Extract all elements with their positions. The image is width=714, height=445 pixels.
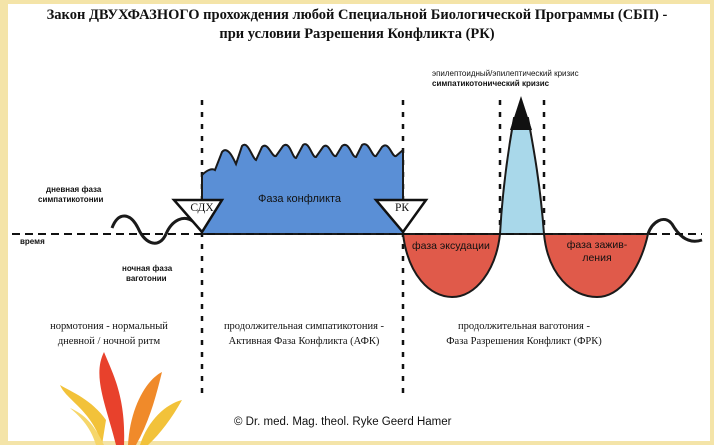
time-axis-label: время [20, 237, 45, 246]
epileptoid-crisis-label: эпилептоидный/эпилептический кризис [432, 69, 579, 78]
sdh-triangle [171, 198, 225, 235]
day-phase-label-1: дневная фаза [46, 185, 102, 194]
sdh-label: СДХ [190, 202, 214, 214]
flame-logo-icon [60, 352, 182, 445]
afk-text-2: Активная Фаза Конфликта (АФК) [228, 336, 380, 347]
healing-phase-label-2: ления [582, 252, 612, 264]
normotonia-text-1: нормотония - нормальный [50, 321, 168, 332]
copyright-text: © Dr. med. Mag. theol. Ryke Geerd Hamer [234, 416, 452, 428]
conflict-phase-label: Фаза конфликта [258, 193, 342, 205]
crisis-spike-area [498, 117, 546, 235]
healing-phase-area [542, 233, 650, 299]
up-arrow-icon [510, 96, 532, 130]
healing-phase-label-1: фаза зажив- [566, 239, 628, 251]
conflict-phase-area [201, 143, 404, 235]
normotonia-text-2: дневной / ночной ритм [57, 336, 161, 347]
title-line-2: при условии Разрешения Конфликта (РК) [219, 26, 495, 42]
night-phase-label-2: ваготонии [126, 274, 167, 283]
normotonia-wave-left [110, 214, 168, 245]
day-phase-label-2: симпатикотонии [38, 195, 104, 204]
afk-text-1: продолжительная симпатикотония - [223, 321, 385, 332]
frk-text-1: продолжительная ваготония - [458, 321, 590, 332]
title-line-1: Закон ДВУХФАЗНОГО прохождения любой Спец… [46, 7, 668, 23]
rk-label: РК [394, 202, 410, 214]
exudation-phase-area [401, 233, 502, 299]
frk-text-2: Фаза Разрешения Конфликт (ФРК) [446, 336, 602, 347]
rk-triangle [373, 198, 429, 235]
normotonia-wave-mid [164, 217, 195, 235]
exudation-phase-label: фаза эксудации [412, 240, 490, 252]
normotonia-wave-right [646, 218, 703, 243]
night-phase-label-1: ночная фаза [122, 264, 173, 273]
sympathotonic-crisis-label: симпатикотонический кризис [432, 79, 550, 88]
